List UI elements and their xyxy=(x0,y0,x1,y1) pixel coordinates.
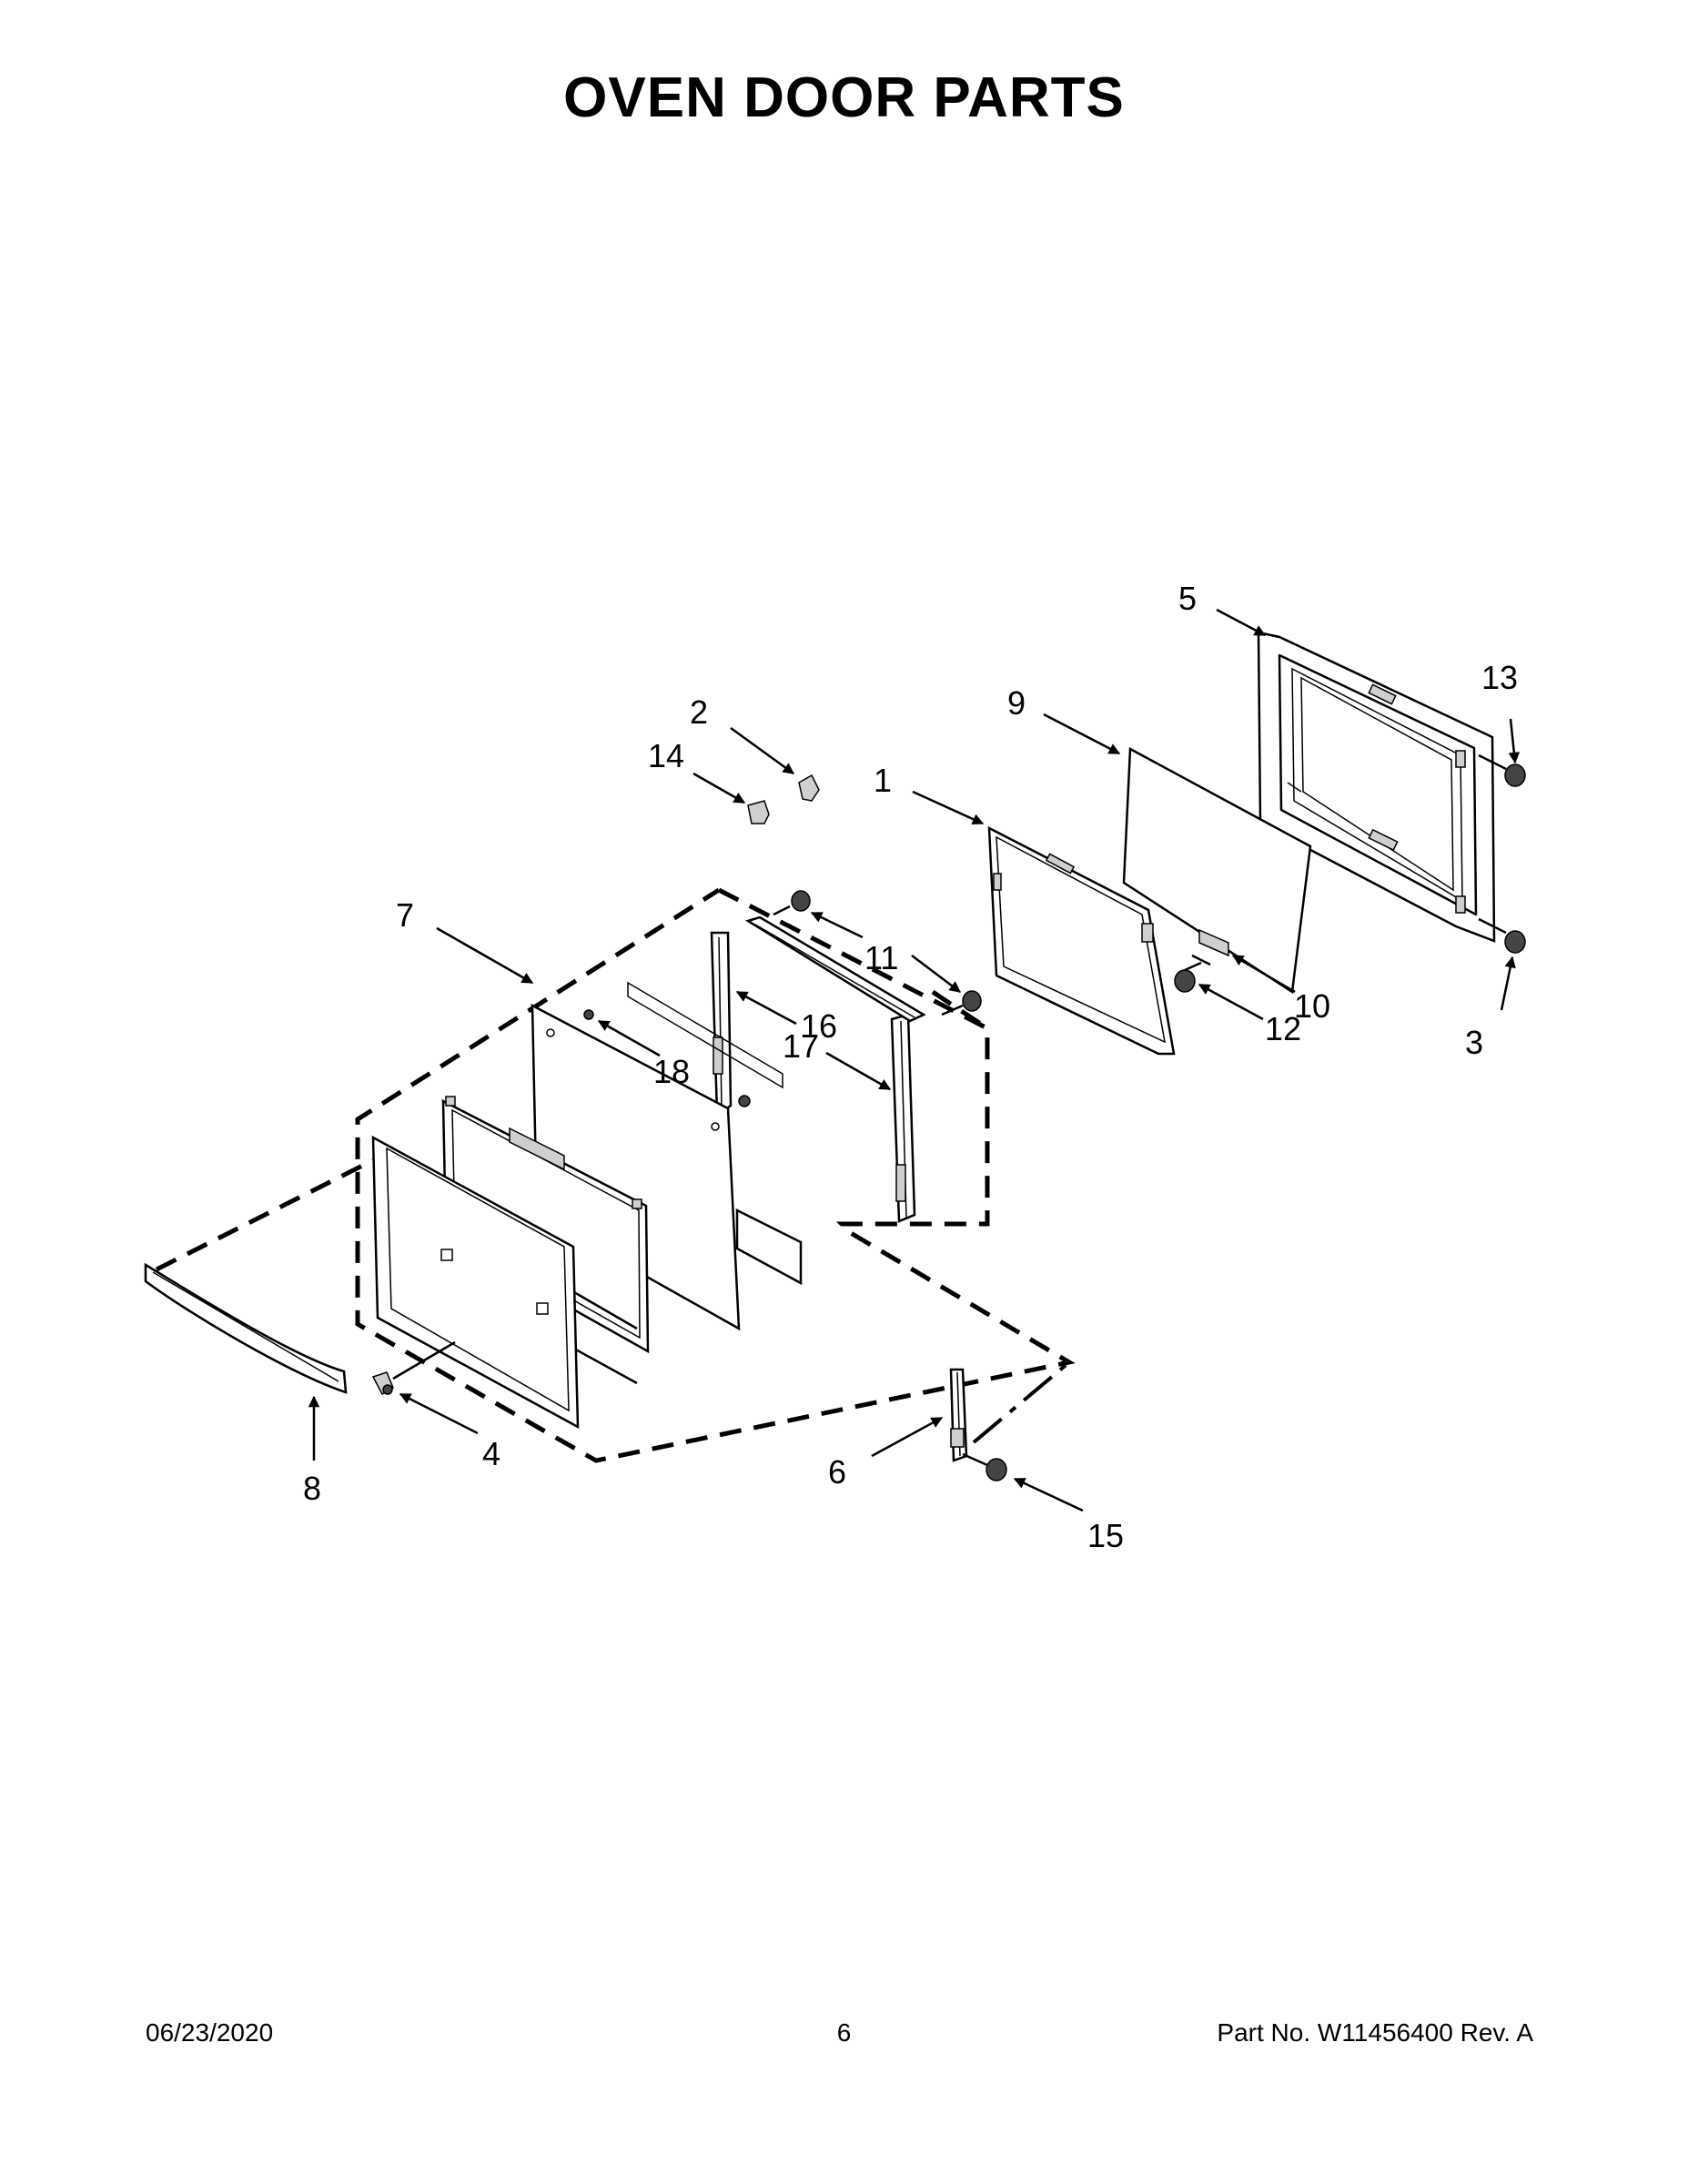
part-13-screw xyxy=(1478,753,1526,787)
part-11-screw-top xyxy=(773,890,811,916)
callout-3: 3 xyxy=(1465,1024,1483,1061)
handle-dash-link xyxy=(155,1158,375,1272)
part-12-screw xyxy=(1174,954,1211,993)
outer-door-frame xyxy=(371,1135,580,1430)
callout-7: 7 xyxy=(396,896,414,934)
callout-18: 18 xyxy=(653,1053,690,1090)
callout-14: 14 xyxy=(648,737,684,774)
part-4-latch xyxy=(371,1340,456,1396)
leader-lines xyxy=(308,608,1521,1512)
part-15-screw xyxy=(962,1452,1007,1481)
footer-part-number: Part No. W11456400 Rev. A xyxy=(1217,2018,1533,2047)
callout-17: 17 xyxy=(783,1027,819,1065)
part-17-side-rail xyxy=(890,1013,916,1223)
callout-2: 2 xyxy=(690,693,708,731)
part-10-bracket xyxy=(1198,928,1229,957)
callout-1: 1 xyxy=(874,762,892,799)
part-5-inner-door-frame xyxy=(1257,631,1496,943)
top-channel xyxy=(744,915,926,1023)
callout-12: 12 xyxy=(1265,1010,1301,1047)
footer-page-number: 6 xyxy=(836,2018,852,2047)
part-16-side-rail xyxy=(710,931,733,1117)
part-18-insulation-strips xyxy=(583,981,783,1107)
part-7-door-assembly-outline xyxy=(355,887,1076,1463)
part-3-screw xyxy=(1478,917,1526,954)
part-6-hinge xyxy=(949,1368,968,1462)
part-14-clip xyxy=(747,800,770,824)
part-2-clip xyxy=(798,774,820,802)
page-title: OVEN DOOR PARTS xyxy=(563,66,1125,129)
callout-9: 9 xyxy=(1007,684,1026,722)
callout-15: 15 xyxy=(1087,1517,1124,1554)
footer-date: 06/23/2020 xyxy=(146,2018,274,2047)
callout-16: 16 xyxy=(801,1007,837,1045)
inner-glass-panel-lower xyxy=(735,1208,803,1286)
part-1-door-panel xyxy=(987,825,1176,1056)
part-11-screw-right xyxy=(941,990,982,1016)
callout-5: 5 xyxy=(1178,580,1197,617)
callout-8: 8 xyxy=(303,1470,321,1507)
part-9-glass-panel xyxy=(1122,746,1312,995)
callout-4: 4 xyxy=(482,1435,500,1472)
callout-6: 6 xyxy=(828,1453,846,1491)
callout-13: 13 xyxy=(1481,659,1518,696)
callout-11: 11 xyxy=(864,939,898,976)
hinge-dash-link xyxy=(972,1360,1071,1444)
callout-10: 10 xyxy=(1294,987,1330,1025)
callout-labels: 5 13 9 2 14 1 7 11 16 10 12 17 3 18 4 6 … xyxy=(303,580,1518,1554)
part-8-handle xyxy=(144,1262,348,1394)
